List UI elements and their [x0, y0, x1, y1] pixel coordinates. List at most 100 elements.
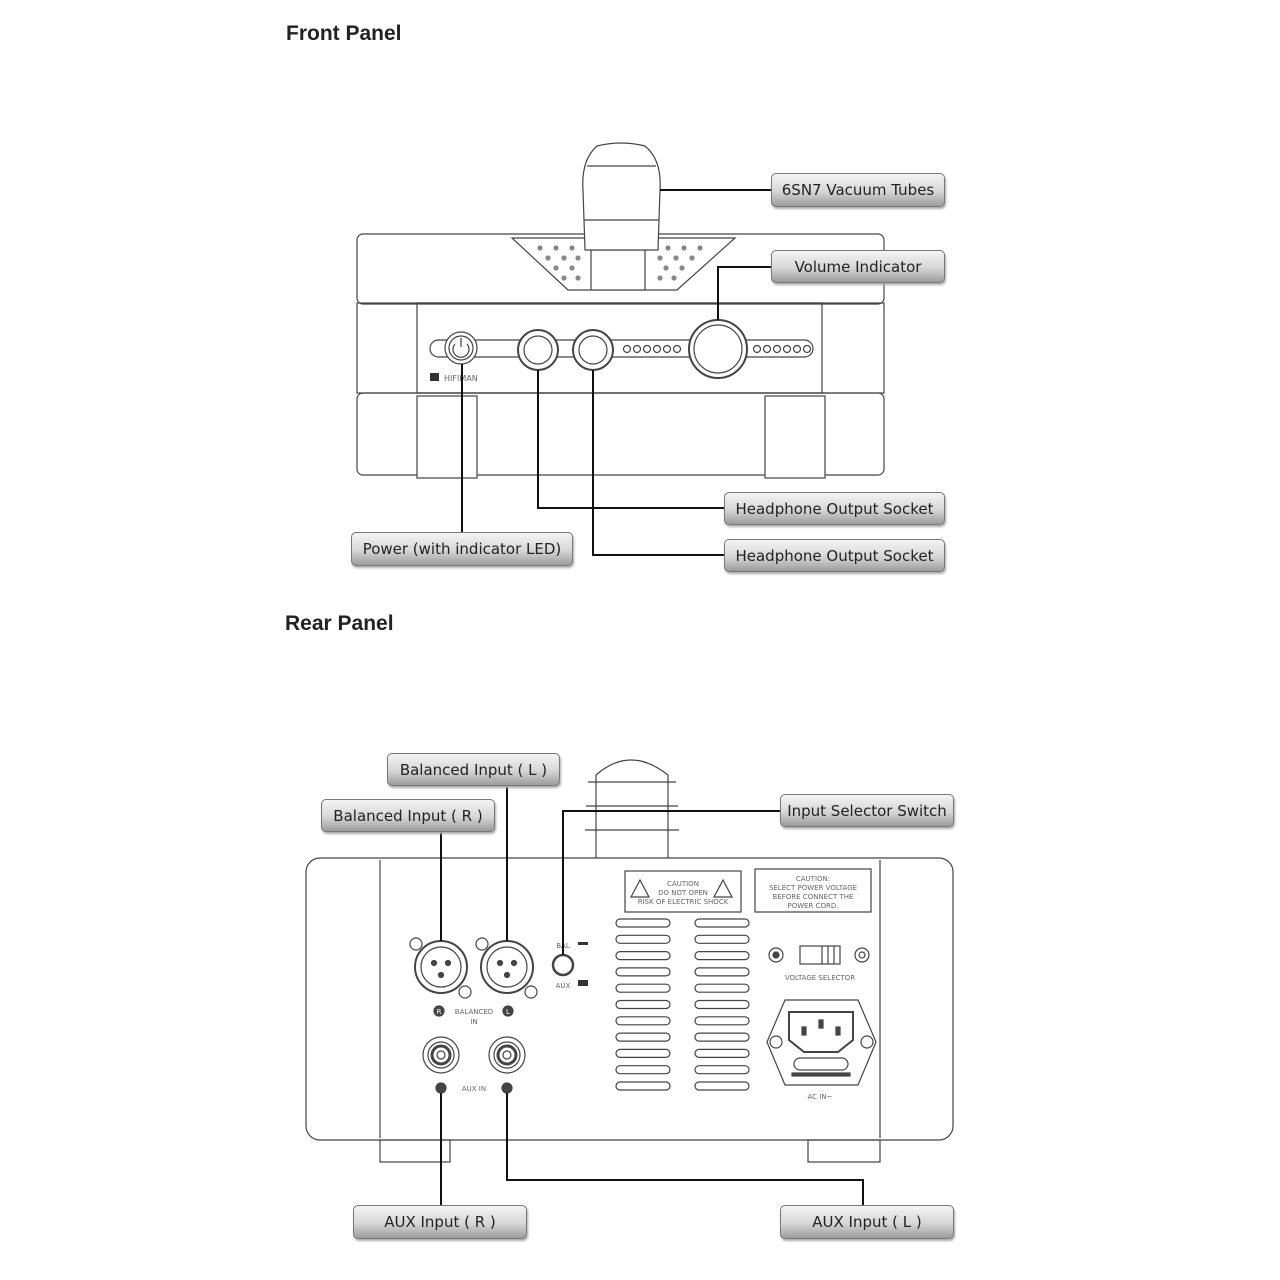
caution2-line1: CAUTION: [796, 875, 830, 883]
vent-hole [697, 245, 703, 251]
led-dot [672, 344, 682, 354]
vent-hole [561, 275, 567, 281]
rear-foot-left [379, 1139, 451, 1163]
vent-hole [673, 255, 679, 261]
vent-hole [569, 245, 575, 251]
vent-slot [615, 1032, 671, 1042]
vent-slot [694, 918, 750, 928]
led-dot [642, 344, 652, 354]
vent-slot [694, 1016, 750, 1026]
led-dot [622, 344, 632, 354]
vent-slot [615, 983, 671, 993]
headphone-socket-1 [517, 329, 559, 371]
r-mark: R [437, 1008, 442, 1016]
vent-slot [694, 1048, 750, 1059]
volume-knob[interactable] [688, 319, 748, 379]
high-voltage-icon [713, 878, 733, 898]
voltage-selector-switch[interactable] [768, 945, 870, 965]
led-dot [632, 344, 642, 354]
label-balanced-input-l: Balanced Input ( L ) [387, 753, 560, 786]
rear-device: CAUTION DO NOT OPEN RISK OF ELECTRIC SHO… [305, 759, 954, 1163]
led-dot [662, 344, 672, 354]
hifiman-logo [430, 373, 439, 381]
label-input-selector-switch: Input Selector Switch [780, 794, 954, 827]
vent-slot [615, 918, 671, 928]
vent-slot [615, 967, 671, 977]
front-device: HIFIMAN [356, 142, 885, 479]
vent-slot [694, 983, 750, 993]
front-panel-title: Front Panel [286, 22, 402, 45]
label-headphone-output-1: Headphone Output Socket [724, 492, 945, 525]
ventilation-slots [615, 918, 750, 1091]
front-leader-lines [461, 189, 771, 556]
vent-hole [537, 245, 543, 251]
vent-slot [615, 1048, 671, 1059]
vent-slot [694, 967, 750, 977]
aux-in-text: AUX IN [462, 1085, 486, 1093]
ac-in-text: AC IN~ [808, 1093, 833, 1101]
vent-hole [657, 275, 663, 281]
led-dot [772, 344, 782, 354]
vent-hole [569, 265, 575, 271]
rear-panel-title: Rear Panel [285, 612, 394, 635]
vent-hole [553, 245, 559, 251]
led-dot [752, 344, 762, 354]
label-aux-input-r: AUX Input ( R ) [353, 1205, 527, 1239]
vent-slot [615, 1065, 671, 1075]
led-dot [782, 344, 792, 354]
vacuum-tube [582, 142, 661, 291]
label-headphone-output-2: Headphone Output Socket [724, 539, 945, 572]
label-6sn7-vacuum-tubes: 6SN7 Vacuum Tubes [771, 173, 945, 207]
vent-hole [671, 275, 677, 281]
rca-input-r [422, 1036, 460, 1074]
vent-slot [694, 934, 750, 944]
rear-leader-lines [440, 786, 864, 1205]
vent-slot [615, 1081, 671, 1091]
rear-foot-right [807, 1139, 881, 1163]
ac-inlet [766, 999, 877, 1086]
led-dot [792, 344, 802, 354]
caution2-line2: SELECT POWER VOLTAGE [769, 884, 857, 892]
led-dot [762, 344, 772, 354]
vent-hole [679, 265, 685, 271]
warning-icon [630, 878, 650, 898]
power-icon [452, 343, 470, 358]
vent-slot [694, 1032, 750, 1042]
label-aux-input-l: AUX Input ( L ) [780, 1205, 954, 1239]
caution-label-shock [624, 870, 742, 913]
caution1-line3: RISK OF ELECTRIC SHOCK [638, 898, 729, 906]
power-button[interactable] [444, 331, 478, 365]
vent-hole [689, 255, 695, 261]
vent-hole [665, 245, 671, 251]
vent-slot [615, 950, 671, 961]
rear-tube [595, 759, 669, 858]
vent-slot [615, 934, 671, 944]
label-power: Power (with indicator LED) [351, 532, 573, 566]
voltage-selector-text: VOLTAGE SELECTOR [785, 974, 855, 982]
front-foot-right [764, 395, 826, 479]
label-volume-indicator: Volume Indicator [771, 250, 945, 283]
vent-slot [694, 1065, 750, 1075]
vent-hole [681, 245, 687, 251]
label-balanced-input-r: Balanced Input ( R ) [321, 799, 495, 832]
led-dot [652, 344, 662, 354]
caution1-line2: DO NOT OPEN [658, 889, 708, 897]
vent-hole [561, 255, 567, 261]
aux-text: AUX [556, 982, 571, 990]
vent-hole [553, 265, 559, 271]
vent-hole [657, 255, 663, 261]
vent-hole [545, 255, 551, 261]
vent-hole [575, 255, 581, 261]
caution2-line3: BEFORE CONNECT THE [773, 893, 854, 901]
headphone-socket-2 [572, 329, 614, 371]
vent-slot [615, 1016, 671, 1026]
vent-slot [694, 1081, 750, 1091]
vent-slot [694, 999, 750, 1010]
volume-led-dots [622, 344, 812, 354]
caution2-line4: POWER CORD. [787, 902, 838, 910]
rca-input-l [488, 1036, 526, 1074]
vent-slot [694, 950, 750, 961]
caution-label-voltage [754, 868, 872, 913]
